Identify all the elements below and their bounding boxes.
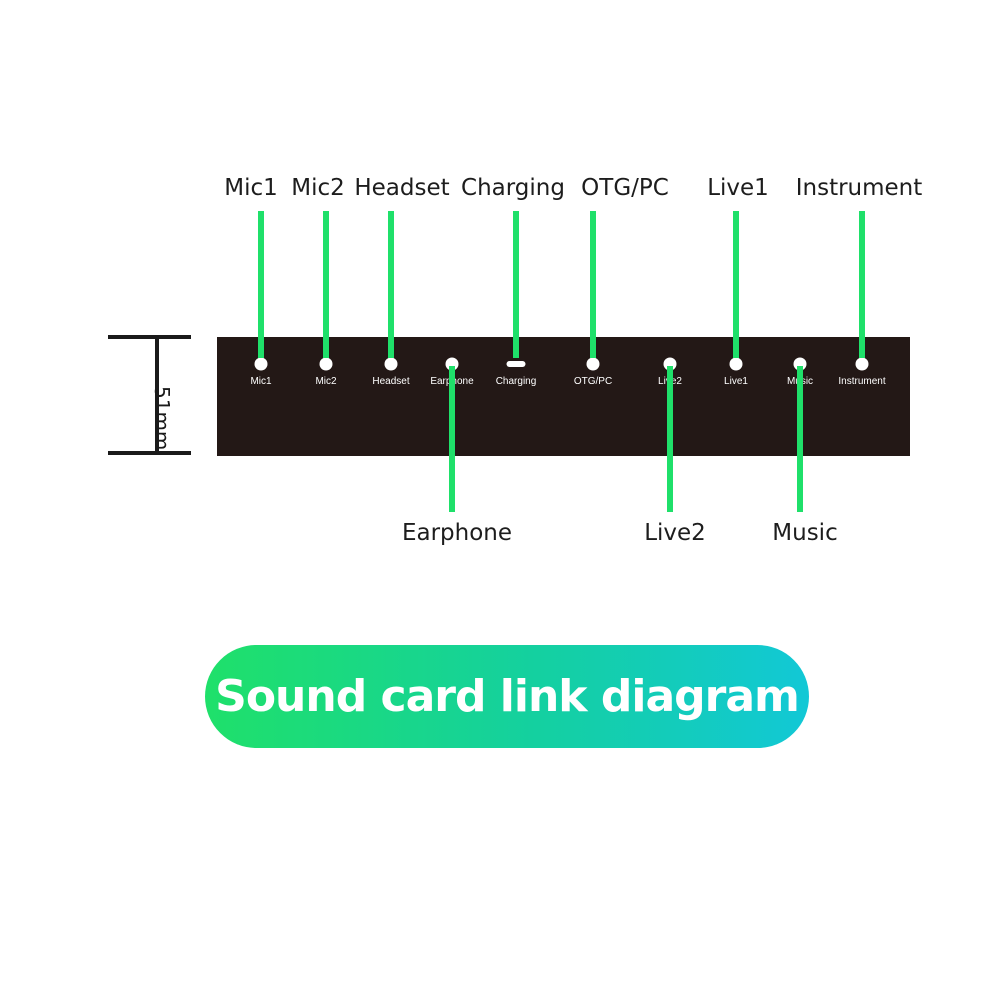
mic2-port-label: Mic2: [315, 376, 337, 387]
instrument-callout: Instrument: [795, 175, 923, 201]
title-banner: Sound card link diagram: [205, 645, 809, 748]
instrument-leader-line: [859, 211, 865, 358]
dimension-line: [155, 335, 159, 455]
headset-leader-line: [388, 211, 394, 358]
banner-text: Sound card link diagram: [215, 671, 800, 722]
dimension-top-tick: [108, 335, 191, 339]
mic1-port: [254, 357, 268, 371]
otg-pc-callout: OTG/PC: [581, 175, 669, 201]
mic1-callout: Mic1: [224, 175, 278, 201]
mic1-leader-line: [258, 211, 264, 358]
mic2-callout: Mic2: [291, 175, 345, 201]
charging-port-label: Charging: [495, 376, 537, 387]
dimension-bottom-tick: [108, 451, 191, 455]
mic1-port-label: Mic1: [250, 376, 272, 387]
live1-leader-line: [733, 211, 739, 358]
dimension-label: 51mm: [150, 386, 174, 451]
headset-port: [384, 357, 398, 371]
headset-port-label: Headset: [372, 376, 410, 387]
live1-port: [729, 357, 743, 371]
earphone-port: [445, 357, 459, 371]
live2-callout: Live2: [644, 520, 706, 546]
live2-port: [663, 357, 677, 371]
music-port: [793, 357, 807, 371]
earphone-leader-line: [449, 366, 455, 512]
charging-port: [506, 361, 526, 367]
otg-pc-leader-line: [590, 211, 596, 358]
live2-leader-line: [667, 366, 673, 512]
mic2-leader-line: [323, 211, 329, 358]
live1-port-label: Live1: [724, 376, 748, 387]
instrument-port-label: Instrument: [838, 376, 886, 387]
headset-callout: Headset: [354, 175, 450, 201]
music-callout: Music: [772, 520, 838, 546]
instrument-port: [855, 357, 869, 371]
mic2-port: [319, 357, 333, 371]
music-leader-line: [797, 366, 803, 512]
charging-callout: Charging: [461, 175, 565, 201]
charging-leader-line: [513, 211, 519, 358]
otg-pc-port: [586, 357, 600, 371]
earphone-callout: Earphone: [401, 520, 513, 546]
otg-pc-port-label: OTG/PC: [573, 376, 613, 387]
live1-callout: Live1: [707, 175, 769, 201]
sound-card-panel: [217, 337, 910, 456]
